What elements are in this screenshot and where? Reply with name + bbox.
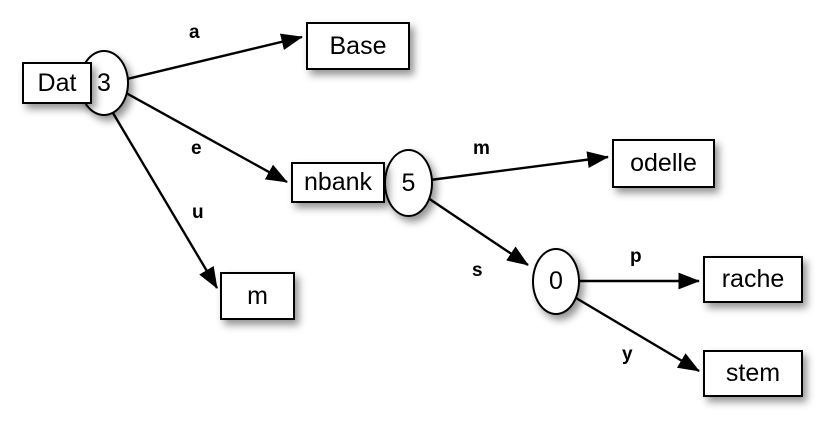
node-n5[interactable]: 5 [384, 149, 433, 217]
node-label-n0: 0 [549, 267, 563, 295]
node-base[interactable]: Base [306, 22, 410, 70]
edge-label-e-y: y [622, 344, 633, 365]
edge-e-u [111, 112, 219, 289]
edge-label-e-u: u [192, 202, 204, 223]
node-label-rache: rache [721, 265, 785, 293]
node-label-n5: 5 [401, 168, 416, 197]
node-n0[interactable]: 0 [532, 248, 580, 315]
node-m[interactable]: m [220, 272, 295, 320]
node-label-base: Base [329, 31, 387, 60]
edge-e-e [125, 91, 288, 184]
edge-label-e-a: a [189, 22, 200, 43]
edge-e-s [427, 197, 529, 266]
node-odelle[interactable]: odelle [612, 139, 715, 188]
edge-e-y [575, 296, 700, 373]
node-dat[interactable]: Dat [22, 62, 92, 104]
edge-label-e-m: m [473, 138, 490, 159]
node-label-odelle: odelle [630, 149, 697, 177]
edge-e-a [122, 33, 303, 82]
node-stem[interactable]: stem [703, 350, 803, 397]
node-label-nbank: nbank [303, 168, 373, 196]
edge-lines [111, 33, 700, 373]
node-label-n3: 3 [97, 68, 111, 97]
node-label-stem: stem [725, 359, 781, 387]
node-label-m: m [247, 281, 268, 310]
edge-label-e-p: p [630, 246, 642, 267]
edge-label-e-s: s [472, 260, 483, 281]
node-nbank[interactable]: nbank [291, 162, 385, 203]
edge-e-m [429, 151, 609, 182]
edge-label-e-e: e [191, 138, 202, 159]
node-label-dat: Dat [37, 68, 77, 97]
node-rache[interactable]: rache [703, 256, 803, 303]
